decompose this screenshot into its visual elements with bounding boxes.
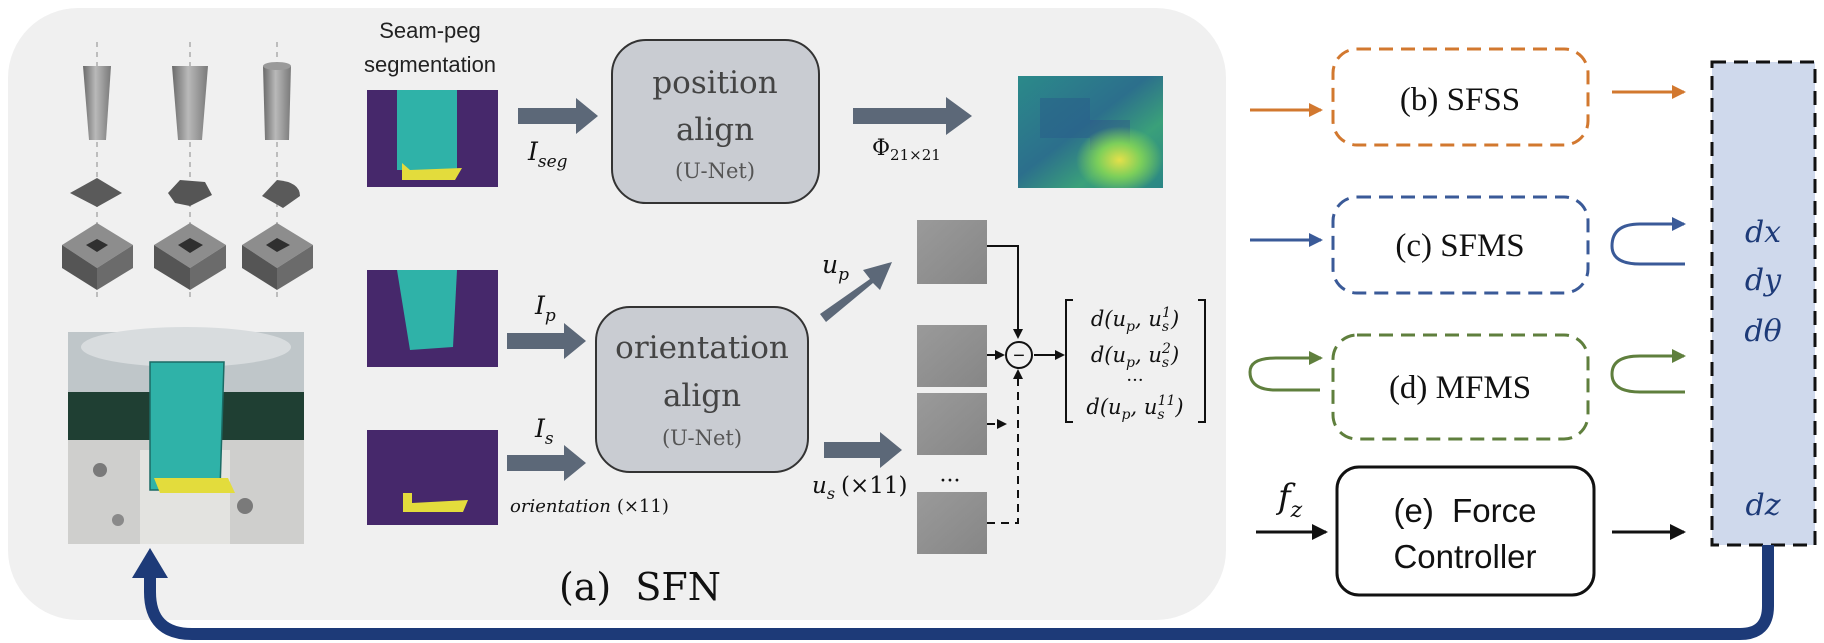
force-controller-line2: Controller xyxy=(1393,538,1536,575)
sfss-label: (b) SFSS xyxy=(1400,82,1520,118)
segmentation-image-seg xyxy=(367,90,498,187)
position-align-block xyxy=(611,39,820,204)
output-dy: dy xyxy=(1745,263,1782,298)
mfms-loop-out-arrow xyxy=(1610,349,1686,394)
label-i-p: Ip xyxy=(534,291,556,326)
position-align-line2: align xyxy=(676,112,754,148)
feature-map-us-2 xyxy=(917,393,987,455)
feature-maps: ··· xyxy=(917,220,987,554)
position-heatmap xyxy=(1018,76,1163,188)
difference-connectors xyxy=(987,245,1065,524)
feature-map-us-1 xyxy=(917,325,987,387)
segmentation-caption-line2: segmentation xyxy=(364,52,496,77)
orientation-align-sub: (U-Net) xyxy=(662,426,742,450)
mfms-label: (d) MFMS xyxy=(1389,370,1531,406)
force-controller-box xyxy=(1335,465,1596,597)
mfms-loop-in-arrow xyxy=(1248,351,1323,392)
difference-operator xyxy=(1005,341,1033,369)
sfms-loop-arrow xyxy=(1610,217,1686,266)
sfss-box xyxy=(1331,47,1590,147)
camera-photo xyxy=(68,327,304,544)
segmentation-caption-line1: Seam-peg xyxy=(379,18,481,43)
distance-row-1: d(up, us1) xyxy=(1091,305,1179,335)
force-controller-line1: (e) Force xyxy=(1393,492,1536,529)
sfn-title: (a) SFN xyxy=(559,565,721,609)
distance-row-11: d(up, us11) xyxy=(1086,393,1183,423)
distance-vector: d(up, us1) d(up, us2) ··· d(up, us11) xyxy=(1065,299,1206,423)
output-dz: dz xyxy=(1745,488,1780,523)
output-dx: dx xyxy=(1745,215,1781,250)
sfms-box xyxy=(1331,195,1590,295)
segmentation-image-peg xyxy=(367,270,498,367)
distance-ellipsis: ··· xyxy=(1126,370,1143,391)
feature-map-up xyxy=(917,220,987,284)
label-i-s: Is xyxy=(534,414,554,449)
segmentation-image-seam xyxy=(367,430,498,525)
label-orientation-count: orientation(×11) xyxy=(510,496,669,517)
difference-minus: − xyxy=(1013,345,1025,367)
sfms-label: (c) SFMS xyxy=(1395,228,1524,264)
sfn-arrows xyxy=(507,97,972,481)
label-u-s: us(×11) xyxy=(812,473,908,503)
label-u-p: up xyxy=(822,250,849,285)
orientation-align-line2: align xyxy=(663,378,741,414)
feature-map-us-11 xyxy=(917,492,987,554)
feedback-arrowhead xyxy=(132,548,168,578)
output-column xyxy=(1710,60,1817,547)
output-dtheta: dθ xyxy=(1744,314,1781,349)
mfms-box xyxy=(1331,333,1590,441)
feedback-loop-arrow xyxy=(144,545,1774,640)
position-align-sub: (U-Net) xyxy=(675,159,755,183)
label-f-z: fz xyxy=(1275,477,1303,523)
label-i-seg: Iseg xyxy=(527,137,568,172)
distance-row-2: d(up, us2) xyxy=(1091,341,1179,371)
orientation-align-block xyxy=(595,306,809,473)
peg-seam-renders xyxy=(62,42,313,300)
position-align-line1: position xyxy=(652,65,777,101)
feature-map-ellipsis: ··· xyxy=(940,469,961,494)
orientation-align-line1: orientation xyxy=(615,330,789,366)
label-phi: Φ21×21 xyxy=(872,136,941,164)
